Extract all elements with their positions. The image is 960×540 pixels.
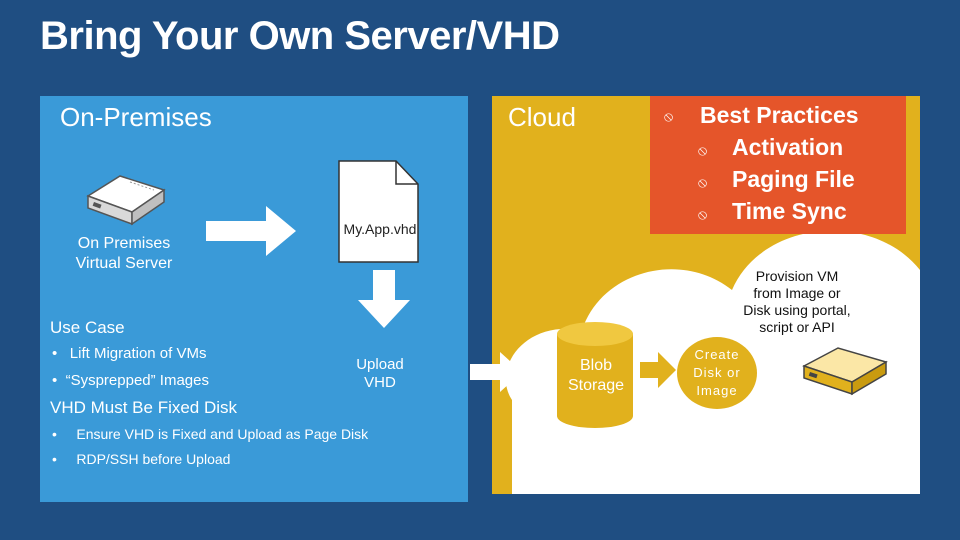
- use-case-item-text: “Sysprepped” Images: [65, 372, 209, 389]
- on-premises-label: On-Premises: [60, 102, 212, 132]
- server-label-line2: Virtual Server: [75, 255, 173, 272]
- use-case-heading: Use Case: [50, 318, 125, 337]
- vhd-file-name: My.App.vhd: [343, 221, 417, 237]
- bullet-icon: ⦸: [698, 206, 708, 222]
- upload-line2: VHD: [364, 374, 396, 391]
- right-arrow-icon: [206, 206, 296, 256]
- use-case-item: • Lift Migration of VMs: [52, 345, 207, 362]
- create-arrow-icon: [640, 352, 676, 388]
- cloud-label: Cloud: [508, 102, 576, 132]
- upload-arrow-icon: [470, 352, 522, 392]
- server-label-line1: On Premises: [77, 235, 171, 252]
- best-practices-heading: Best Practices: [700, 102, 859, 128]
- create-line3: Image: [696, 383, 738, 398]
- provision-line1: Provision VM: [755, 268, 839, 284]
- bullet-icon: ⦸: [698, 142, 708, 158]
- provision-line2: from Image or: [753, 285, 841, 301]
- use-case-item-text: Lift Migration of VMs: [69, 345, 207, 362]
- create-disk-label: Create Disk or Image: [676, 346, 758, 400]
- bullet-icon: ⦸: [664, 108, 674, 124]
- page-title: Bring Your Own Server/VHD: [40, 14, 560, 58]
- best-practices-box: [650, 96, 906, 234]
- cloud-server-icon: [802, 347, 888, 396]
- blob-storage-label: Blob Storage: [560, 356, 632, 396]
- down-arrow-icon: [358, 270, 410, 328]
- bullet-icon: ⦸: [698, 174, 708, 190]
- vhd-item: • RDP/SSH before Upload: [52, 451, 231, 467]
- blob-line2: Storage: [567, 377, 625, 394]
- blob-storage-icon: [557, 322, 633, 428]
- best-practices-item: Time Sync: [732, 198, 847, 224]
- use-case-item: • “Sysprepped” Images: [52, 372, 209, 389]
- upload-vhd-label: Upload VHD: [348, 356, 412, 392]
- provision-text: Provision VM from Image or Disk using po…: [732, 268, 862, 336]
- vhd-item-text: RDP/SSH before Upload: [76, 451, 231, 467]
- server-label: On Premises Virtual Server: [60, 234, 188, 274]
- create-line2: Disk or: [693, 365, 741, 380]
- vhd-item: • Ensure VHD is Fixed and Upload as Page…: [52, 426, 369, 442]
- server-icon: [86, 175, 166, 226]
- vhd-item-text: Ensure VHD is Fixed and Upload as Page D…: [76, 426, 369, 442]
- best-practices-item: Paging File: [732, 166, 855, 192]
- provision-line4: script or API: [759, 319, 835, 335]
- create-disk-badge-icon: [677, 337, 757, 409]
- blob-line1: Blob: [579, 357, 613, 374]
- vhd-heading: VHD Must Be Fixed Disk: [50, 398, 238, 417]
- best-practices-item: Activation: [732, 134, 844, 160]
- create-line1: Create: [694, 347, 740, 362]
- upload-line1: Upload: [356, 356, 404, 373]
- vhd-file-icon: [338, 160, 419, 263]
- provision-line3: Disk using portal,: [743, 302, 851, 318]
